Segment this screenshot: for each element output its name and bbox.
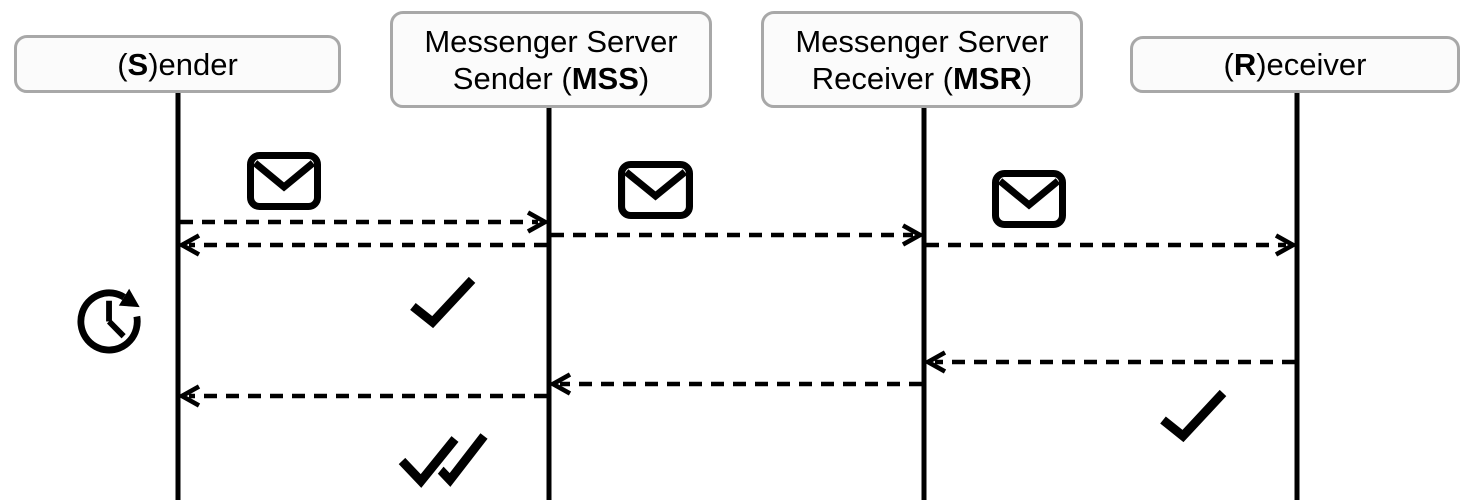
actor-box-sender: (S)ender: [14, 35, 341, 93]
message-arrow-mss-to-msr: [551, 223, 925, 247]
message-arrow-receiver-to-msr: [923, 350, 1295, 374]
label-bold-text: MSR: [953, 60, 1022, 96]
label-text: ): [1021, 60, 1033, 96]
label-text: Sender (: [452, 60, 572, 96]
arrowhead: [1274, 233, 1298, 257]
envelope-icon: [992, 170, 1066, 228]
actor-label-mss-line1: Messenger Server: [424, 23, 678, 59]
actor-label-msr-line1: Messenger Server: [795, 23, 1049, 59]
envelope-icon: [247, 152, 321, 210]
message-arrow-msr-to-receiver: [926, 233, 1298, 257]
actor-label-sender: (S)ender: [117, 46, 238, 83]
single-check-icon: [1160, 389, 1227, 443]
single-check-icon: [410, 276, 476, 329]
label-text: ): [638, 60, 650, 96]
arrowhead: [177, 384, 201, 408]
label-text: )eceiver: [1256, 47, 1367, 82]
actor-label-mss-line2: Sender (MSS): [453, 60, 649, 97]
actor-box-msr: Messenger Server Receiver (MSR): [761, 11, 1083, 108]
message-arrow-mss-to-sender: [177, 384, 547, 408]
arrowhead: [526, 210, 550, 234]
label-bold-text: S: [127, 46, 149, 82]
arrowhead: [548, 372, 572, 396]
message-arrow-sender-to-mss: [180, 210, 550, 234]
actor-label-msr-line2: Receiver (MSR): [812, 60, 1032, 97]
arrowhead: [923, 350, 947, 374]
label-text: (: [117, 46, 128, 82]
label-bold-text: R: [1233, 47, 1257, 82]
actor-box-mss: Messenger Server Sender (MSS): [390, 11, 712, 108]
arrowhead: [177, 233, 201, 257]
envelope-icon: [618, 161, 694, 219]
actor-box-receiver: (R)eceiver: [1130, 36, 1460, 93]
actor-label-receiver: (R)eceiver: [1224, 46, 1367, 83]
double-check-icon: [395, 433, 488, 494]
label-text: (: [1223, 47, 1234, 82]
arrowhead: [901, 223, 925, 247]
label-text: )ender: [148, 46, 238, 82]
clock-retry-icon: [77, 288, 141, 354]
label-text: Receiver (: [811, 60, 954, 96]
label-bold-text: MSS: [571, 60, 639, 96]
message-arrow-msr-to-mss: [548, 372, 922, 396]
message-arrow-mss-to-sender: [177, 233, 547, 257]
